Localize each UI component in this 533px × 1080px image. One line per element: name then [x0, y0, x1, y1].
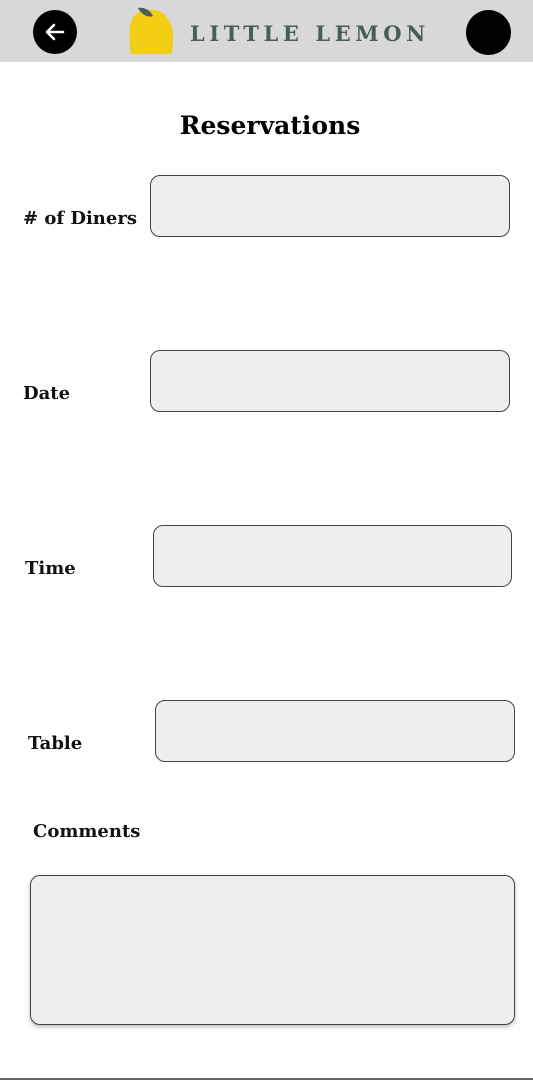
page-title: Reservations [179, 111, 361, 140]
diners-label: # of Diners [23, 208, 137, 229]
time-label: Time [25, 558, 76, 579]
back-button[interactable] [33, 10, 77, 54]
lemon-logo-icon [129, 7, 174, 54]
table-input[interactable] [155, 700, 515, 762]
brand-name: LITTLE LEMON [190, 21, 430, 46]
app-header: LITTLE LEMON [0, 0, 533, 62]
comments-label: Comments [33, 821, 141, 842]
time-input[interactable] [153, 525, 512, 587]
date-input[interactable] [150, 350, 510, 412]
date-label: Date [23, 383, 71, 404]
diners-input[interactable] [150, 175, 510, 237]
arrow-left-icon [45, 23, 65, 41]
comments-textarea[interactable] [30, 875, 515, 1025]
profile-avatar[interactable] [466, 10, 511, 55]
table-label: Table [28, 733, 83, 754]
bottom-divider [0, 1078, 533, 1080]
